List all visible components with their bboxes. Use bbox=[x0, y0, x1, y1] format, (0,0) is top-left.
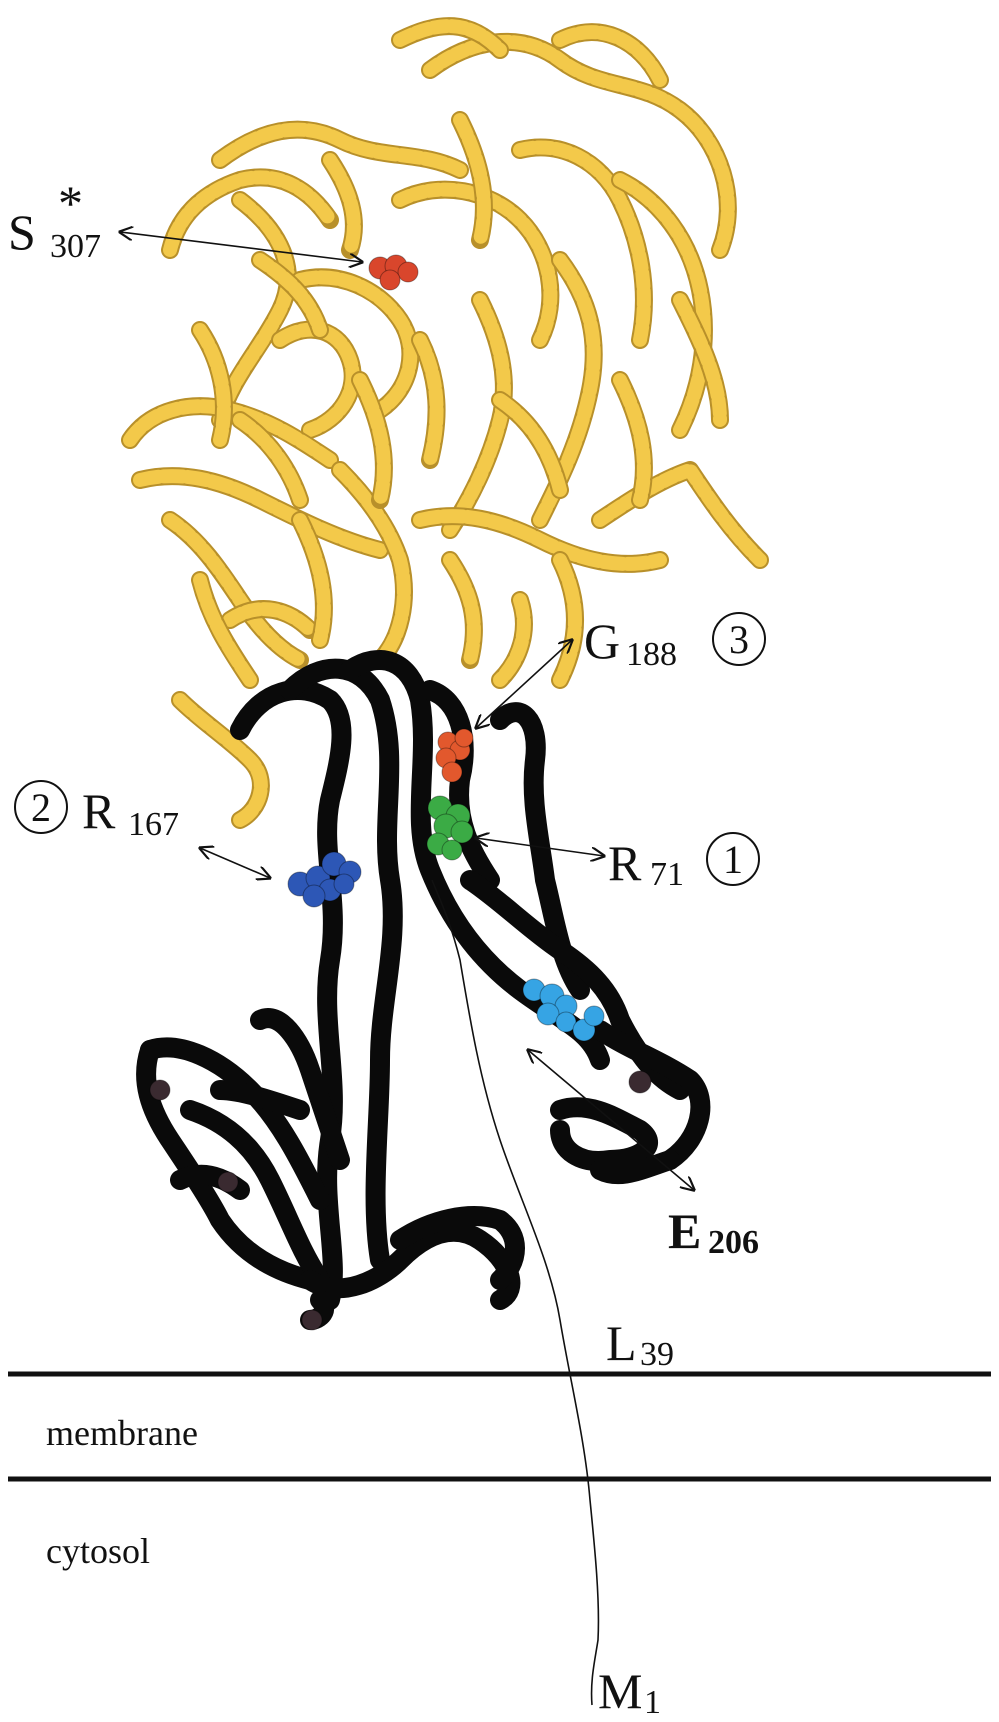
arrow-r167 bbox=[200, 848, 270, 878]
label-l39-sub: 39 bbox=[640, 1338, 674, 1372]
arrow-s307 bbox=[120, 232, 362, 262]
label-g188-letter: G bbox=[584, 616, 620, 666]
residue-sphere bbox=[303, 885, 325, 907]
residue-r167-spheres bbox=[288, 852, 361, 907]
label-r167-letter: R bbox=[82, 786, 115, 836]
region-membrane: membrane bbox=[46, 1412, 198, 1454]
residue-sphere bbox=[629, 1071, 651, 1093]
label-g188-sub: 188 bbox=[626, 638, 677, 672]
residue-sphere bbox=[398, 262, 418, 282]
catalytic-ribbon-strand bbox=[450, 300, 504, 530]
callout-circle-3: 3 bbox=[712, 612, 766, 666]
label-r71-letter: R bbox=[608, 838, 641, 888]
residue-sphere bbox=[380, 270, 400, 290]
residue-sphere bbox=[442, 840, 462, 860]
residue-sphere bbox=[584, 1006, 604, 1026]
stem-domain-ribbon bbox=[146, 660, 700, 1320]
label-e206-sub: 206 bbox=[708, 1226, 759, 1260]
label-r167-sub: 167 bbox=[128, 808, 179, 842]
label-s307-sub: 307 bbox=[50, 230, 101, 264]
residue-sphere bbox=[455, 729, 473, 747]
callout-circle-1: 1 bbox=[706, 832, 760, 886]
residue-sphere bbox=[334, 874, 354, 894]
label-s307: S bbox=[8, 207, 36, 257]
callout-circle-2: 2 bbox=[14, 780, 68, 834]
catalytic-ribbon-strand bbox=[170, 520, 300, 660]
catalytic-ribbon-strand bbox=[450, 560, 474, 660]
catalytic-ribbon-strand bbox=[280, 330, 353, 430]
residue-sphere bbox=[451, 821, 473, 843]
label-s307-letter: S bbox=[8, 204, 36, 260]
residue-sphere bbox=[442, 762, 462, 782]
catalytic-ribbon-edge bbox=[600, 470, 760, 560]
residue-sphere bbox=[218, 1172, 238, 1192]
label-r71-sub: 71 bbox=[650, 858, 684, 892]
residue-sphere bbox=[302, 1310, 322, 1330]
label-s307-sup: * bbox=[58, 178, 83, 228]
label-e206-letter: E bbox=[668, 1206, 701, 1256]
label-m1-sub: 1 bbox=[644, 1686, 661, 1720]
label-l39-letter: L bbox=[606, 1318, 637, 1368]
residue-sphere bbox=[150, 1080, 170, 1100]
label-m1-letter: M bbox=[598, 1666, 642, 1716]
region-cytosol: cytosol bbox=[46, 1530, 150, 1572]
